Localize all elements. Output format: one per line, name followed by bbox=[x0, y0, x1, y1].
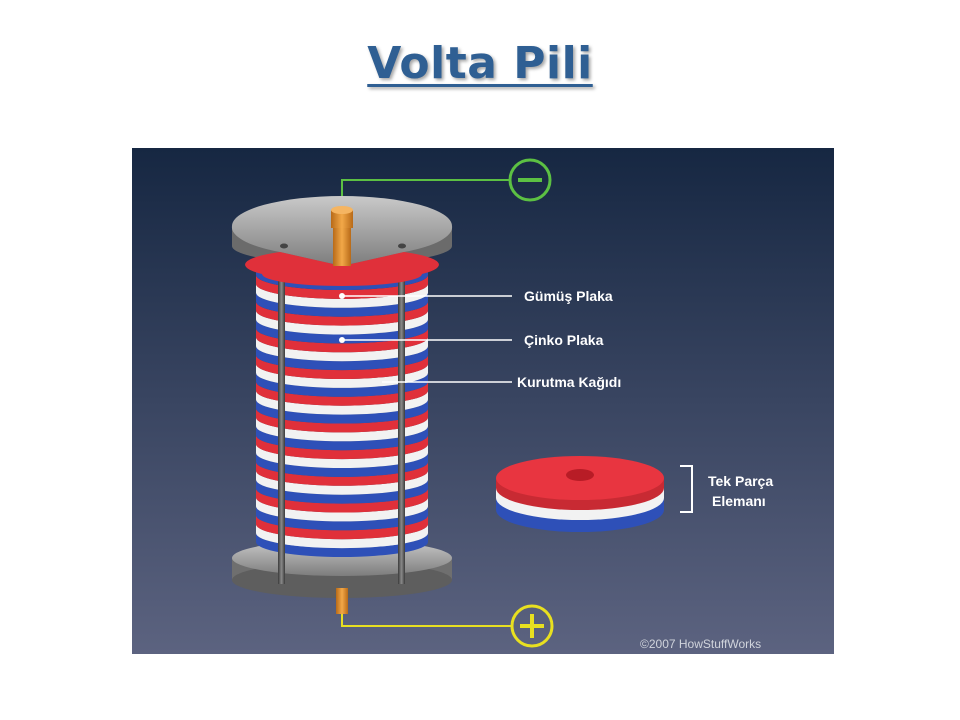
stack-layer-silver-plate bbox=[256, 381, 428, 406]
positive-terminal-circle bbox=[510, 604, 554, 648]
stack-core bbox=[280, 274, 404, 542]
stack-layer-paper bbox=[256, 497, 428, 522]
stack-layer-silver-plate bbox=[256, 488, 428, 513]
frame-rod-left bbox=[278, 240, 285, 584]
stack-layer-paper bbox=[256, 337, 428, 362]
frame-rod-right bbox=[398, 240, 405, 584]
stack-layer-silver-plate bbox=[256, 328, 428, 353]
bolt-hole-right bbox=[398, 243, 406, 249]
stack-layer-silver-plate bbox=[256, 355, 428, 379]
stack-layer-silver-plate bbox=[256, 275, 428, 299]
center-hole bbox=[566, 469, 594, 481]
stack-layer-zinc-plate bbox=[256, 506, 428, 531]
single-cell-unit bbox=[496, 456, 664, 532]
stack-layer-zinc-plate bbox=[256, 346, 428, 371]
label-unit-line2: Elemanı bbox=[712, 493, 766, 509]
stack-layer-zinc-plate bbox=[256, 319, 428, 344]
label-leaders bbox=[339, 293, 512, 383]
stack-layer-zinc-plate bbox=[256, 479, 428, 504]
slide-title: Volta Pili bbox=[367, 38, 593, 89]
stack-layer-silver-plate bbox=[256, 301, 428, 326]
frame-rods bbox=[278, 240, 405, 584]
stack-layer-paper bbox=[256, 444, 428, 468]
stack-layer-silver-plate bbox=[256, 408, 428, 433]
stack-layer-paper bbox=[256, 524, 428, 549]
stack-layer-paper bbox=[256, 283, 428, 308]
stack-layer-zinc-plate bbox=[256, 292, 428, 317]
volta-pile-diagram: Gümüş Plaka Çinko Plaka Kurutma Kağıdı T… bbox=[132, 148, 834, 654]
bolt-hole-left bbox=[280, 243, 288, 249]
stack-layer-silver-plate bbox=[256, 461, 428, 486]
stack-layer-paper bbox=[256, 390, 428, 415]
stack-layer-zinc-plate bbox=[256, 533, 428, 557]
stack-layer-paper bbox=[256, 470, 428, 495]
label-unit-line1: Tek Parça bbox=[708, 473, 773, 489]
negative-electrode bbox=[331, 206, 353, 266]
positive-terminal bbox=[510, 604, 554, 648]
negative-terminal bbox=[508, 158, 552, 202]
unit-bracket bbox=[680, 465, 693, 513]
stack-layer-silver-plate bbox=[256, 435, 428, 460]
stack-layer-zinc-plate bbox=[256, 399, 428, 424]
stack-layer-silver-plate bbox=[256, 515, 428, 540]
label-blotting-paper: Kurutma Kağıdı bbox=[517, 374, 621, 390]
stack-layer-paper bbox=[256, 417, 428, 442]
label-silver-plate: Gümüş Plaka bbox=[524, 288, 613, 304]
label-zinc-plate: Çinko Plaka bbox=[524, 332, 604, 348]
positive-electrode bbox=[336, 588, 348, 614]
stack-layer-paper bbox=[256, 310, 428, 335]
stack-layer-zinc-plate bbox=[256, 426, 428, 451]
positive-wire bbox=[341, 610, 512, 627]
stack-layer-zinc-plate bbox=[256, 453, 428, 477]
copyright-credit: ©2007 HowStuffWorks bbox=[640, 637, 761, 651]
stack-layer-zinc-plate bbox=[256, 372, 428, 397]
top-silver-disc bbox=[245, 252, 439, 286]
negative-terminal-circle bbox=[508, 158, 552, 202]
